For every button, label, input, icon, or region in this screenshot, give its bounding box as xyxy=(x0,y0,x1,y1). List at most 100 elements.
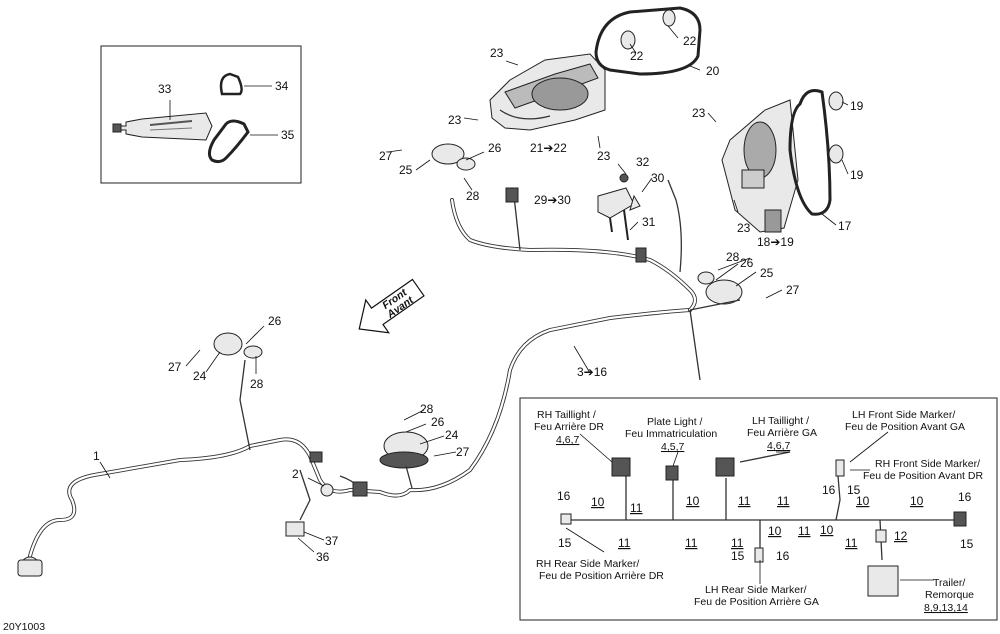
plate-light-label-2: Feu Immatriculation xyxy=(625,428,717,440)
callout-23a: 23 xyxy=(490,46,504,60)
callout-28d: 28 xyxy=(420,402,434,416)
rh-front-marker-label-1: RH Front Side Marker/ xyxy=(875,458,980,470)
callout-23d: 23 xyxy=(692,106,706,120)
callout-26a: 26 xyxy=(488,141,502,155)
inset-num: 10 xyxy=(768,524,782,538)
lh-taillight-label-1: LH Taillight / xyxy=(752,415,809,427)
callout-26c: 26 xyxy=(268,314,282,328)
callout-37: 37 xyxy=(325,534,339,548)
trailer-label-1: Trailer/ xyxy=(933,577,965,589)
inset-num: 10 xyxy=(820,523,834,537)
lh-front-marker-label-2: Feu de Position Avant GA xyxy=(845,421,965,433)
rh-taillight-parts: 4,6,7 xyxy=(556,434,580,446)
inset-leaders xyxy=(565,431,934,584)
callout-26b: 26 xyxy=(740,256,754,270)
callout-35: 35 xyxy=(281,128,295,142)
callout-28c: 28 xyxy=(250,377,264,391)
trailer-label-2: Remorque xyxy=(925,589,974,601)
callout-32: 32 xyxy=(636,155,650,169)
rh-taillight-label-2: Feu Arrière DR xyxy=(534,421,604,433)
callout-3-16: 3➔16 xyxy=(577,365,607,379)
headlight-housing-left xyxy=(489,53,606,131)
callout-21-22: 21➔22 xyxy=(530,141,567,155)
inset-num: 11 xyxy=(738,494,751,508)
gasket-35 xyxy=(207,119,250,164)
inset-num: 11 xyxy=(777,494,790,508)
inset-num: 11 xyxy=(630,501,643,515)
headlight-housing-right xyxy=(721,99,799,233)
callout-27a: 27 xyxy=(379,149,393,163)
gasket-34 xyxy=(219,72,243,96)
accessory-box xyxy=(100,45,302,184)
bulb-22 xyxy=(620,9,676,50)
callout-28b: 28 xyxy=(726,250,740,264)
callout-27b: 27 xyxy=(786,283,800,297)
callout-1: 1 xyxy=(93,449,100,463)
inset-labels: RH Taillight / Feu Arrière DR 4,6,7 Plat… xyxy=(534,409,983,614)
callout-36: 36 xyxy=(316,550,330,564)
rh-rear-marker-label-2: Feu de Position Arrière DR xyxy=(539,570,664,582)
callout-33: 33 xyxy=(158,82,172,96)
lh-taillight-parts: 4,6,7 xyxy=(767,440,791,452)
inset-num: 16 xyxy=(557,489,571,503)
inset-num: 16 xyxy=(958,490,972,504)
callout-17: 17 xyxy=(838,219,852,233)
inset-numbers: 16 15 10 11 11 10 11 11 11 10 10 11 11 1… xyxy=(557,483,974,563)
callout-20: 20 xyxy=(706,64,720,78)
callout-25a: 25 xyxy=(399,163,413,177)
callout-34: 34 xyxy=(275,79,289,93)
callout-24a: 24 xyxy=(193,369,207,383)
plate-light-label-1: Plate Light / xyxy=(647,416,703,428)
inset-num: 15 xyxy=(558,536,572,550)
front-arrow: Front Avant xyxy=(358,278,425,334)
inset-num: 12 xyxy=(894,529,908,543)
side-marker-upper-left xyxy=(431,143,476,171)
rh-rear-marker-label-1: RH Rear Side Marker/ xyxy=(536,558,639,570)
callout-27c: 27 xyxy=(168,360,182,374)
inset-num: 15 xyxy=(731,549,745,563)
trailer-parts: 8,9,13,14 xyxy=(924,602,968,614)
inset-num: 15 xyxy=(847,483,861,497)
inset-num: 11 xyxy=(685,536,698,550)
rh-taillight-label-1: RH Taillight / xyxy=(537,409,596,421)
sealant-tube-33 xyxy=(112,112,213,141)
callout-27d: 27 xyxy=(456,445,470,459)
gasket-17 xyxy=(788,89,832,216)
callout-18-19: 18➔19 xyxy=(757,235,794,249)
callout-19a: 19 xyxy=(850,99,864,113)
callout-23b: 23 xyxy=(448,113,462,127)
lh-rear-marker-label-2: Feu de Position Arrière GA xyxy=(694,596,819,608)
diagram-code: 20Y1003 xyxy=(3,621,45,633)
bulb-19 xyxy=(828,91,844,164)
inset-num: 11 xyxy=(731,536,744,550)
inset-num: 11 xyxy=(618,536,631,550)
lh-rear-marker-label-1: LH Rear Side Marker/ xyxy=(705,584,807,596)
inset-num: 16 xyxy=(822,483,836,497)
rh-front-marker-label-2: Feu de Position Avant DR xyxy=(863,470,983,482)
inset-num: 10 xyxy=(856,494,870,508)
callout-26d: 26 xyxy=(431,415,445,429)
callout-28a: 28 xyxy=(466,189,480,203)
callout-22b: 22 xyxy=(683,34,697,48)
callout-22a: 22 xyxy=(630,49,644,63)
callout-24b: 24 xyxy=(445,428,459,442)
inset-num: 10 xyxy=(591,495,605,509)
lh-front-marker-label-1: LH Front Side Marker/ xyxy=(852,409,955,421)
leader-lines xyxy=(99,25,849,553)
wiring-harness xyxy=(17,179,741,577)
plate-light-parts: 4,5,7 xyxy=(661,441,685,453)
side-marker-left xyxy=(213,332,263,359)
gasket-20 xyxy=(594,6,702,76)
callout-23e: 23 xyxy=(737,221,751,235)
bracket-29 xyxy=(597,173,641,241)
lh-taillight-label-2: Feu Arrière GA xyxy=(747,427,817,439)
callout-2: 2 xyxy=(292,467,299,481)
inset-num: 10 xyxy=(686,494,700,508)
inset-num: 11 xyxy=(798,524,811,538)
harness-inset xyxy=(519,397,998,621)
callout-19b: 19 xyxy=(850,168,864,182)
inset-harness xyxy=(560,451,967,597)
callout-29-30: 29➔30 xyxy=(534,193,571,207)
callout-23c: 23 xyxy=(597,149,611,163)
